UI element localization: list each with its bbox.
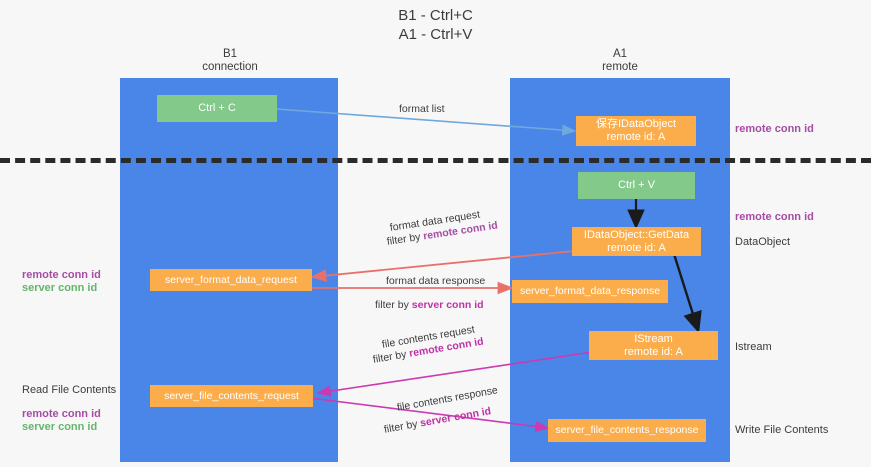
node-server-format-data-response[interactable]: server_format_data_response [512, 280, 668, 303]
node-server-file-contents-request[interactable]: server_file_contents_request [150, 385, 313, 407]
annotation-right-remote-conn-id-mid: remote conn id [735, 211, 814, 223]
annotation-left-remote-conn-id-2: remote conn id [22, 408, 101, 420]
annotation-left-remote-conn-id: remote conn id [22, 269, 101, 281]
node-ctrl-v[interactable]: Ctrl + V [578, 172, 695, 199]
filter-prefix: filter by [375, 299, 412, 311]
filter-prefix: filter by [372, 347, 411, 366]
edge-label-format-list: format list [399, 103, 445, 115]
edge-label-format-data-response-filter: filter by server conn id [375, 299, 484, 312]
column-header-b1: B1 connection [202, 48, 258, 73]
node-ctrl-c[interactable]: Ctrl + C [157, 95, 277, 122]
edge-label-format-data-response: format data response [386, 275, 486, 287]
node-server-file-contents-response[interactable]: server_file_contents_response [548, 419, 706, 442]
column-header-a1: A1 remote [602, 48, 638, 73]
annotation-left-server-conn-id: server conn id [22, 282, 98, 294]
node-istream[interactable]: IStream remote id: A [589, 331, 718, 360]
filter-key-server-conn-id: server conn id [411, 299, 484, 311]
annotation-right-remote-conn-id-top: remote conn id [735, 123, 814, 135]
annotation-right-istream: Istream [735, 341, 772, 353]
filter-prefix: filter by [383, 417, 422, 436]
annotation-right-write-file-contents: Write File Contents [735, 424, 829, 436]
annotation-right-dataobject: DataObject [735, 236, 791, 248]
annotation-left-read-file-contents: Read File Contents [22, 384, 117, 396]
node-save-idataobject[interactable]: 保存IDataObject remote id: A [576, 116, 696, 146]
page-title: B1 - Ctrl+C A1 - Ctrl+V [398, 7, 473, 43]
annotation-left-server-conn-id-2: server conn id [22, 421, 98, 433]
node-server-format-data-request[interactable]: server_format_data_request [150, 269, 312, 291]
node-idataobject-getdata[interactable]: IDataObject::GetData remote id: A [572, 227, 701, 256]
phase-divider [0, 158, 871, 163]
